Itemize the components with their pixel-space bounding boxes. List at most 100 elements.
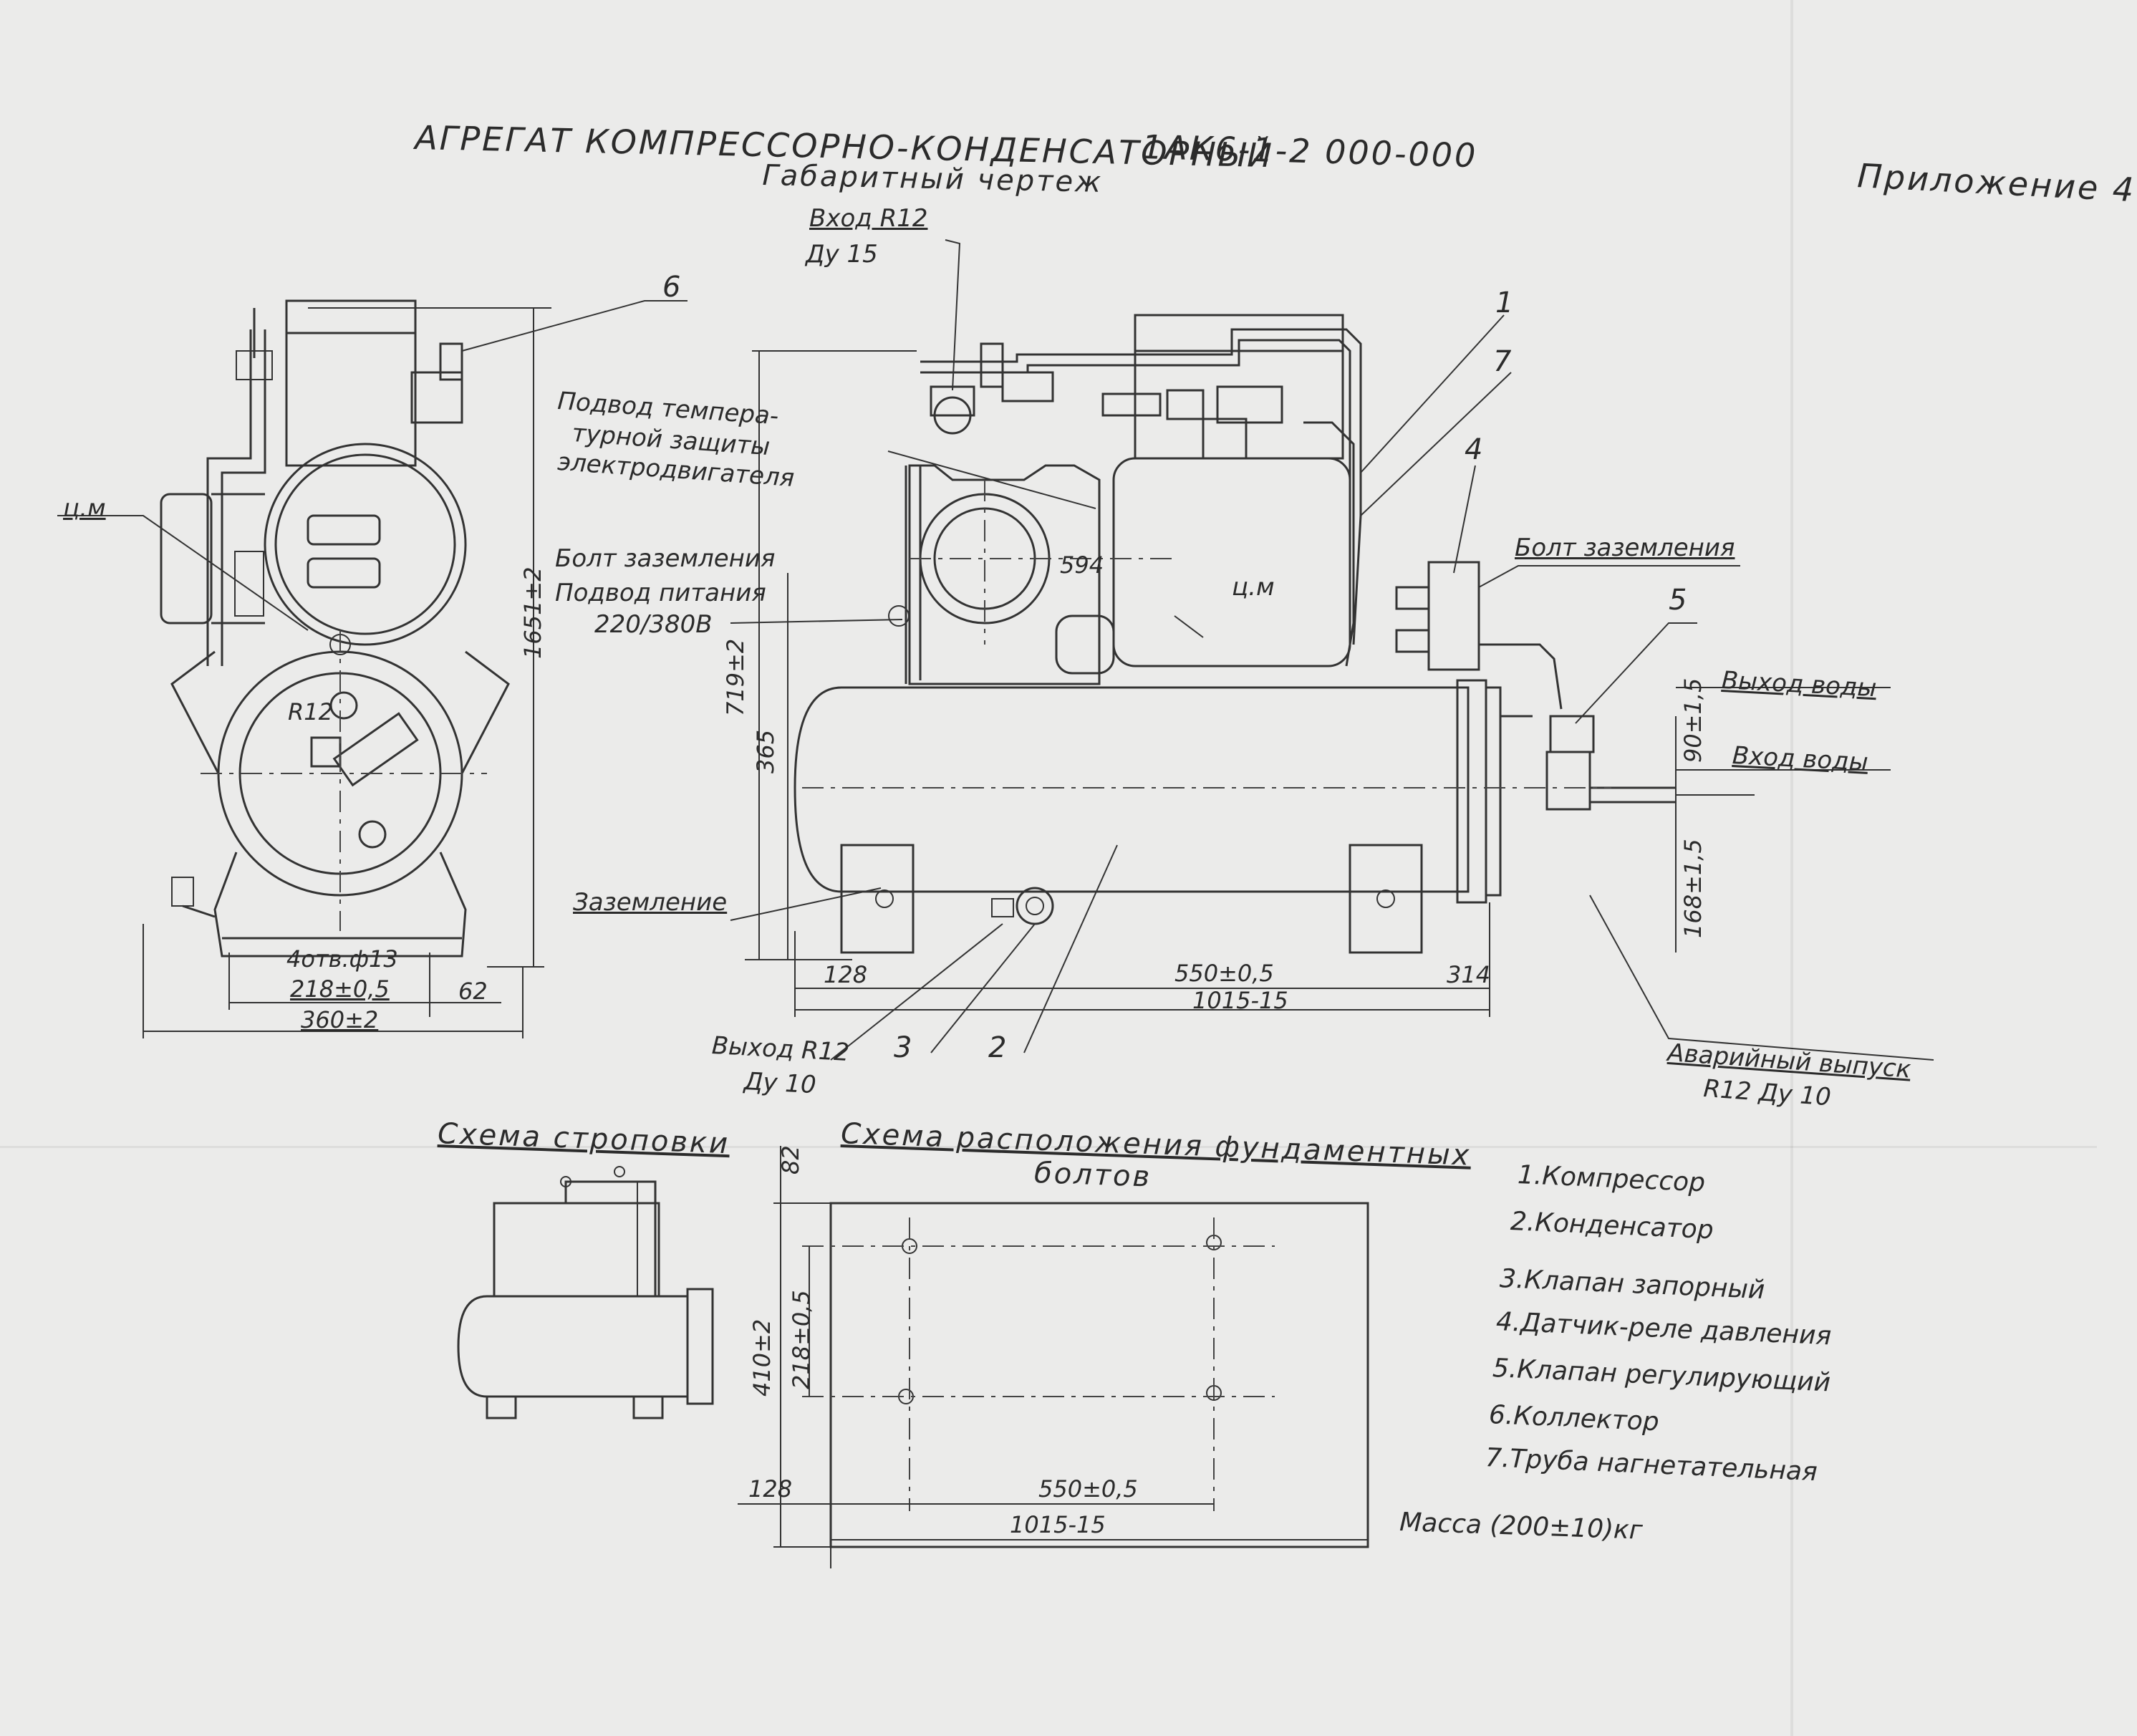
outlet-r12-2: Ду 10 bbox=[743, 1067, 817, 1100]
pressure-switch-connector-2 bbox=[1396, 630, 1429, 652]
dim-360: 360±2 bbox=[301, 1006, 379, 1033]
position-6: 6 bbox=[662, 271, 681, 304]
position-7: 7 bbox=[1493, 345, 1512, 378]
valve-suction-body bbox=[935, 397, 970, 433]
discharge-pipe-7 bbox=[1303, 423, 1354, 666]
ground-bolt-right-label: Болт заземления bbox=[1515, 534, 1735, 562]
sling-condenser bbox=[458, 1296, 688, 1397]
inlet-label-1: Вход R12 bbox=[809, 204, 928, 233]
leader-inlet bbox=[945, 240, 960, 390]
pressure-switch-4 bbox=[1429, 562, 1479, 670]
dim-62: 62 bbox=[458, 978, 488, 1005]
condenser-flange-plate bbox=[1486, 688, 1500, 895]
foundation-outline bbox=[831, 1203, 1368, 1547]
sling-hook-1 bbox=[561, 1177, 571, 1187]
center-mass-front: ц.м bbox=[63, 494, 106, 523]
leader-outlet bbox=[831, 924, 1003, 1060]
regulating-valve-5-head bbox=[1550, 716, 1593, 752]
sling-foot-left bbox=[487, 1397, 516, 1418]
collector-6-nozzle bbox=[440, 344, 462, 380]
valve-discharge-base bbox=[1203, 419, 1246, 458]
motor-housing bbox=[265, 444, 465, 645]
condenser-flange bbox=[1457, 680, 1486, 902]
leader-4 bbox=[1454, 466, 1475, 573]
sling-motor-block bbox=[494, 1203, 659, 1296]
sling-rope bbox=[566, 1182, 655, 1296]
condenser-port-bottom bbox=[360, 821, 385, 847]
pipe-top-run bbox=[920, 329, 1361, 645]
foot-left-hole bbox=[876, 890, 893, 907]
valve-handle-front bbox=[172, 877, 193, 906]
valve-mark-r12: R12 bbox=[288, 698, 333, 725]
shutoff-valve-3-inner bbox=[1026, 897, 1043, 915]
dim-90: 90±1,5 bbox=[1679, 677, 1707, 763]
fdim-550: 550±0,5 bbox=[1038, 1475, 1138, 1503]
dim-218: 218±0,5 bbox=[290, 975, 390, 1003]
valve-block-front bbox=[236, 351, 272, 380]
foot-right-hole bbox=[1377, 890, 1394, 907]
position-5: 5 bbox=[1669, 584, 1687, 617]
dim-holes: 4отв.ф13 bbox=[286, 945, 398, 973]
shutoff-valve-3 bbox=[1017, 888, 1053, 924]
grounding-label: Заземление bbox=[573, 888, 728, 917]
fdim-128: 128 bbox=[748, 1475, 793, 1503]
motor-top-block bbox=[286, 301, 415, 466]
frame-bottom bbox=[215, 852, 465, 956]
fdim-1015: 1015-15 bbox=[1010, 1511, 1106, 1538]
dim-365: 365 bbox=[752, 729, 779, 773]
sling-scheme bbox=[458, 1167, 713, 1418]
pipe-top-run-2 bbox=[920, 340, 1350, 516]
power-supply-1: Подвод питания bbox=[555, 579, 766, 607]
side-view bbox=[730, 240, 1934, 1060]
pipe-left-1 bbox=[208, 329, 251, 666]
leader-power-supply bbox=[730, 619, 902, 623]
fdim-218: 218±0,5 bbox=[788, 1290, 815, 1389]
leader-5 bbox=[1576, 623, 1697, 723]
fold-line-horizontal bbox=[0, 1146, 2097, 1148]
collector-6 bbox=[412, 372, 462, 423]
leader-3 bbox=[931, 924, 1035, 1053]
motor-body bbox=[1114, 458, 1350, 666]
pipe-left-2 bbox=[222, 329, 265, 666]
leader-temp-protection bbox=[888, 451, 1096, 508]
foundation-scheme bbox=[738, 1146, 1368, 1568]
condenser-port-top bbox=[331, 693, 357, 718]
position-4: 4 bbox=[1465, 433, 1483, 466]
dim-128: 128 bbox=[824, 961, 868, 988]
valve-suction-block bbox=[931, 387, 974, 415]
dim-719: 719±2 bbox=[722, 638, 749, 716]
center-mass-side: ц.м bbox=[1232, 573, 1275, 602]
ground-bolt-side bbox=[889, 606, 909, 626]
sling-foot-right bbox=[634, 1397, 662, 1418]
ground-bolt-left-label: Болт заземления bbox=[555, 544, 776, 573]
compressor-window bbox=[1056, 616, 1114, 673]
dim-1015: 1015-15 bbox=[1192, 987, 1288, 1014]
leader-6 bbox=[462, 301, 688, 351]
dim-168: 168±1,5 bbox=[1679, 839, 1707, 938]
valve-discharge-left bbox=[1103, 394, 1160, 415]
leader-center-mass bbox=[57, 516, 308, 630]
motor-terminal-slot-1 bbox=[308, 516, 380, 544]
fold-line-vertical bbox=[1790, 0, 1793, 1736]
leader-ground-bolt bbox=[1479, 566, 1740, 587]
frame-left-arm bbox=[172, 652, 218, 773]
compressor-body bbox=[910, 466, 1099, 684]
leader-emergency bbox=[1590, 895, 1934, 1060]
foundation-title-2: болтов bbox=[1033, 1157, 1152, 1194]
frame-right-arm bbox=[462, 652, 508, 773]
motor-housing-inner bbox=[276, 455, 455, 634]
leader-2 bbox=[1024, 845, 1117, 1053]
fdim-82: 82 bbox=[777, 1145, 804, 1175]
foot-left bbox=[841, 845, 913, 953]
inlet-label-2: Ду 15 bbox=[806, 240, 878, 269]
position-1: 1 bbox=[1495, 286, 1514, 319]
foot-right bbox=[1350, 845, 1422, 953]
valve-suction-nut bbox=[1003, 372, 1053, 401]
valve-block-angled bbox=[334, 713, 418, 785]
motor-terminal-slot-2 bbox=[308, 559, 380, 587]
motor-end-cap bbox=[161, 494, 211, 623]
front-view bbox=[57, 301, 688, 1038]
regulating-valve-5-body bbox=[1547, 752, 1590, 809]
